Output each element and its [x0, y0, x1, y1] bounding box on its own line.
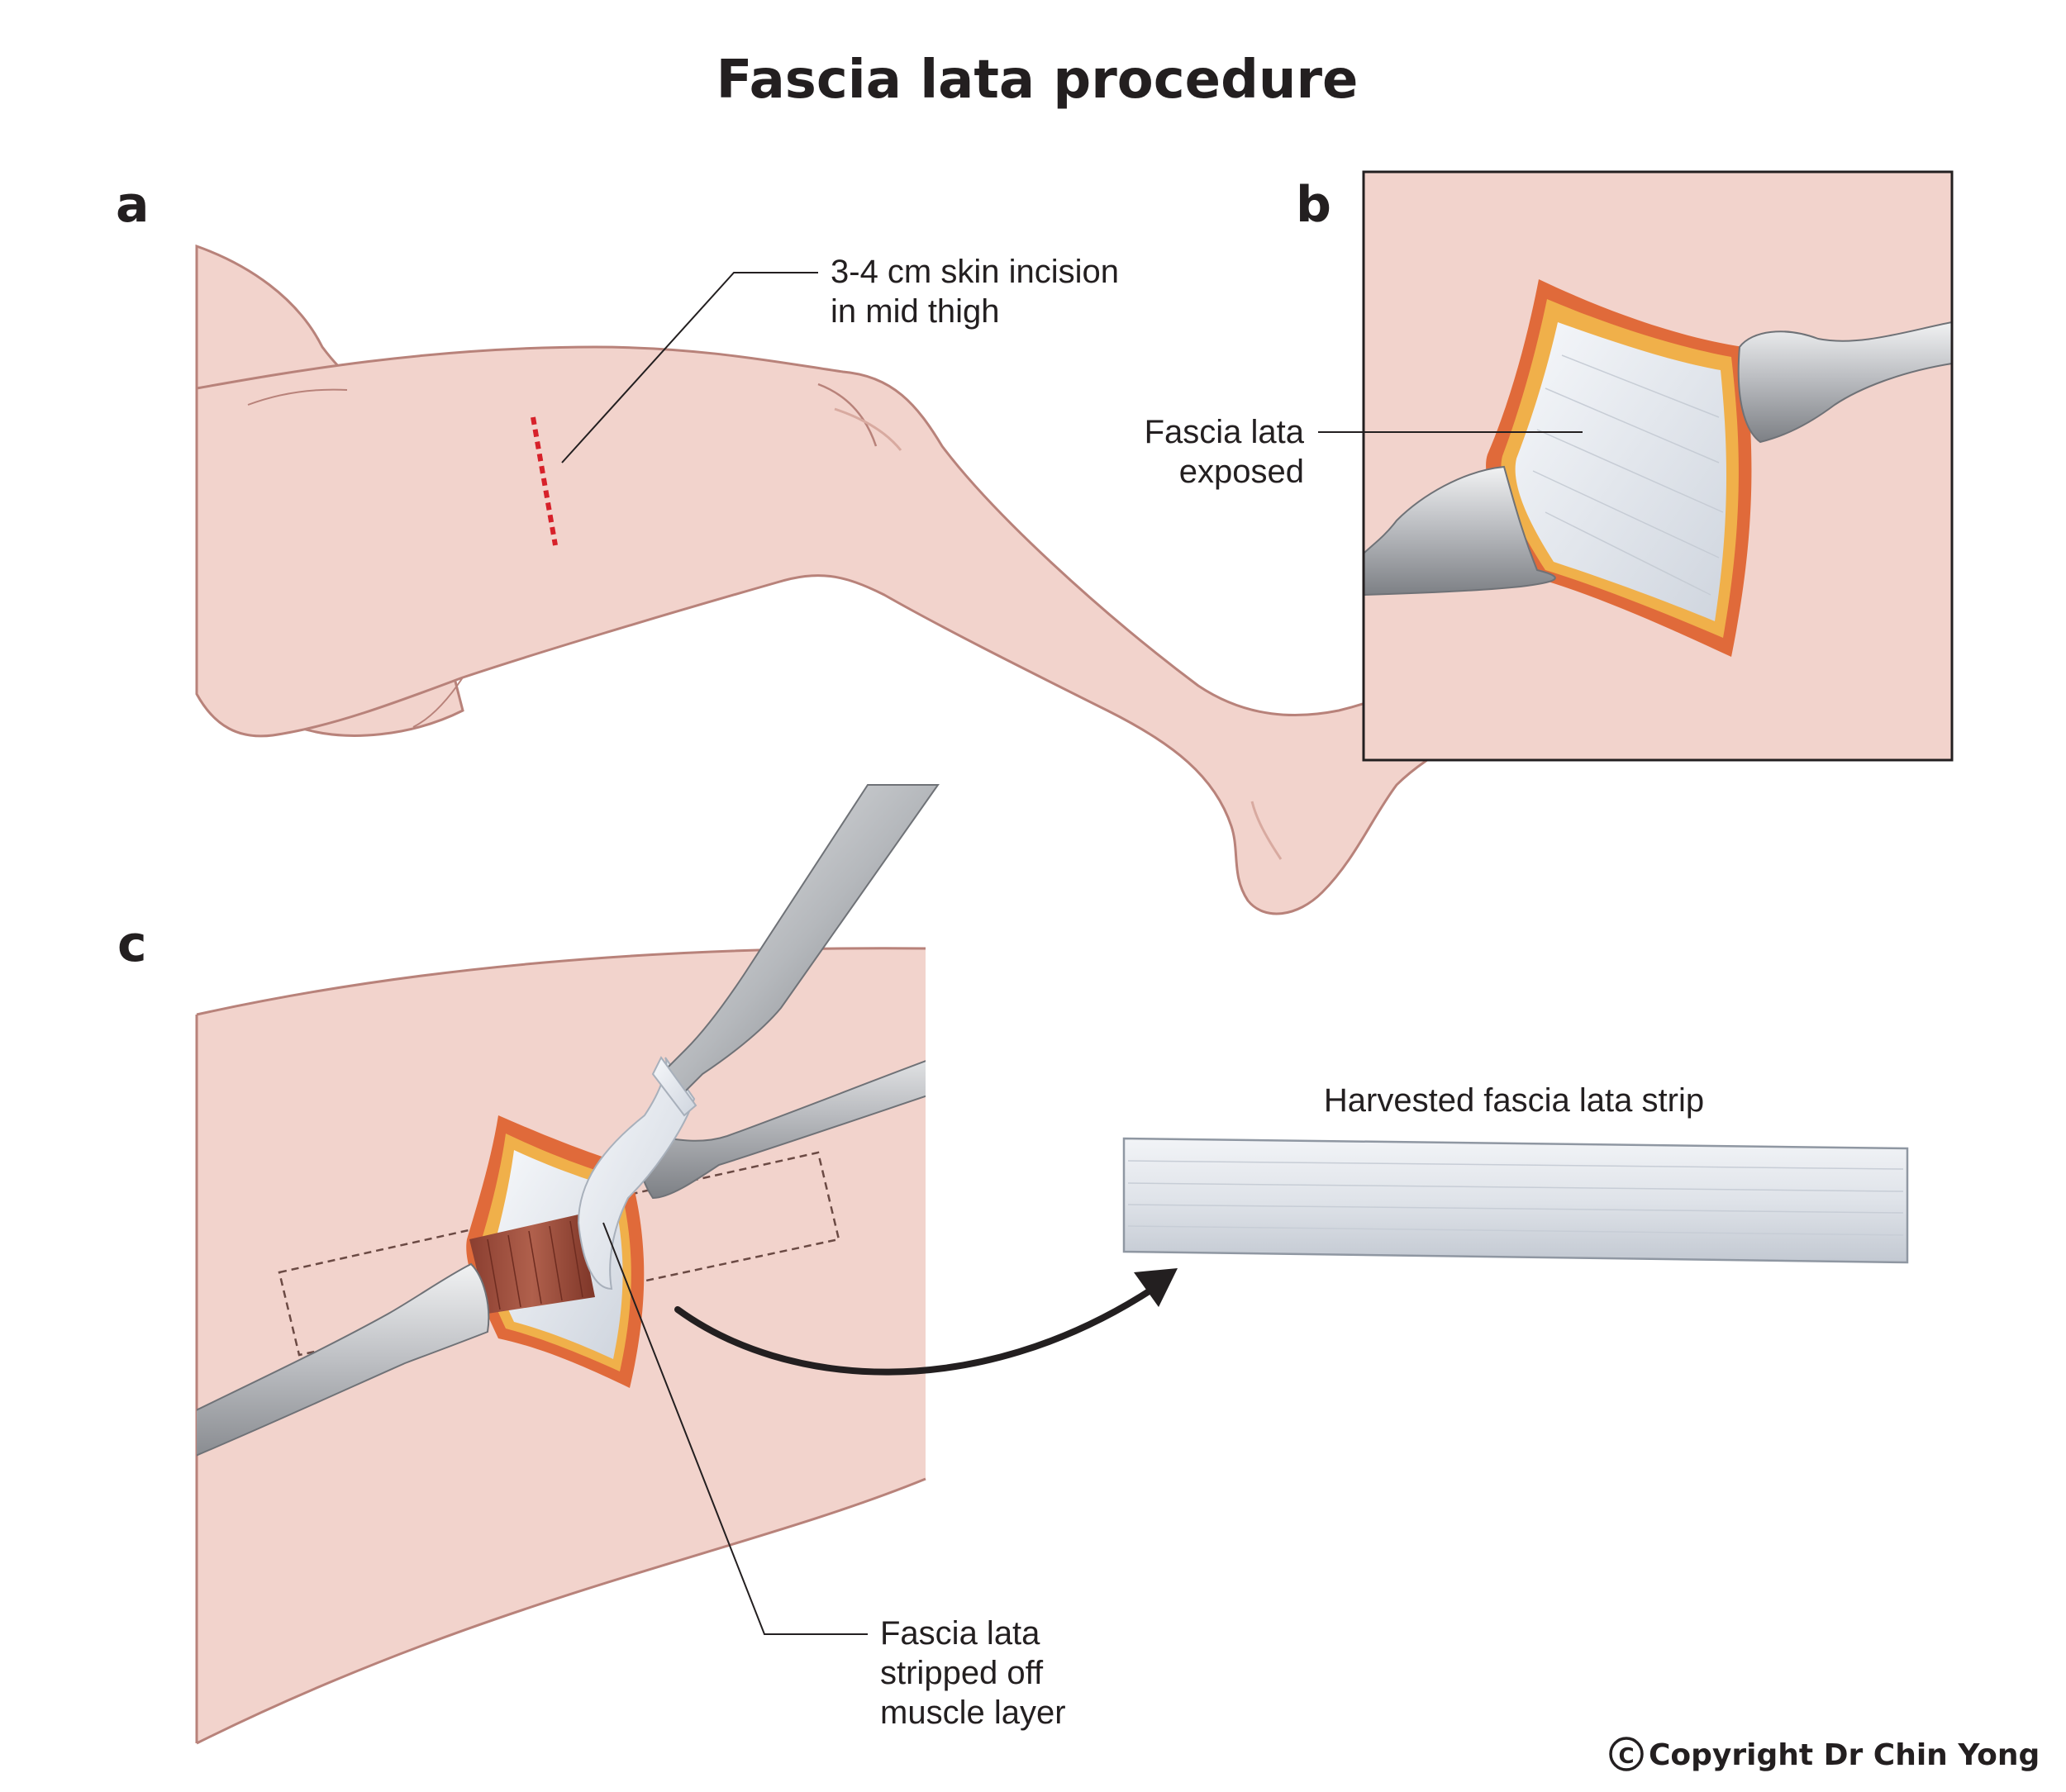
strip-outline-dashed: [278, 1151, 840, 1357]
harvest-arrow: [674, 1286, 1156, 1376]
panel-a-letter: a: [116, 176, 150, 234]
copyright-notice: C Copyright Dr Chin Yong: [1609, 1737, 2040, 1772]
fascia-stripped-label-line2: stripped off: [880, 1655, 1044, 1691]
retractor-lower-left: [1364, 465, 1556, 597]
fascia-stripped-label-line3: muscle layer: [880, 1695, 1066, 1731]
copyright-symbol: C: [1618, 1744, 1634, 1769]
retractor-upper-right: [1737, 321, 1952, 444]
retractor-c-left: [197, 1262, 490, 1481]
panel-c: c: [117, 784, 1909, 1745]
harvested-strip-label: Harvested fascia lata strip: [1324, 1082, 1704, 1119]
forceps-instrument: [659, 784, 940, 1100]
fascia-exposed-label-line2: exposed: [1179, 454, 1304, 490]
incision-callout-line: [561, 272, 818, 463]
copyright-text: Copyright Dr Chin Yong: [1649, 1738, 2040, 1772]
fascia-exposed-label-line1: Fascia lata: [1145, 414, 1305, 450]
incision-callout-label-line2: in mid thigh: [831, 293, 1000, 330]
panel-b: b Fascia lata exposed: [1145, 170, 1954, 762]
fascia-flap-stripped: [577, 1057, 696, 1291]
harvested-fascia-strip: [1122, 1137, 1909, 1264]
incision-callout-label-line1: 3-4 cm skin incision: [831, 254, 1119, 290]
panel-a: a 3-4 cm skin incision in mid thigh: [116, 176, 1550, 915]
copyright-symbol-circle: [1609, 1737, 1644, 1771]
leg-illustration: [195, 345, 1533, 915]
skin-incision-mark: [531, 416, 558, 546]
diagram-title: Fascia lata procedure: [716, 50, 1359, 111]
fascia-lata-exposed: [1515, 322, 1727, 621]
panel-c-letter: c: [117, 915, 147, 973]
fascia-stripped-label-line1: Fascia lata: [880, 1615, 1040, 1652]
panel-b-letter: b: [1296, 176, 1331, 234]
fascia-stripped-callout-line: [602, 1222, 868, 1635]
exposed-muscle-layer: [469, 1214, 595, 1314]
